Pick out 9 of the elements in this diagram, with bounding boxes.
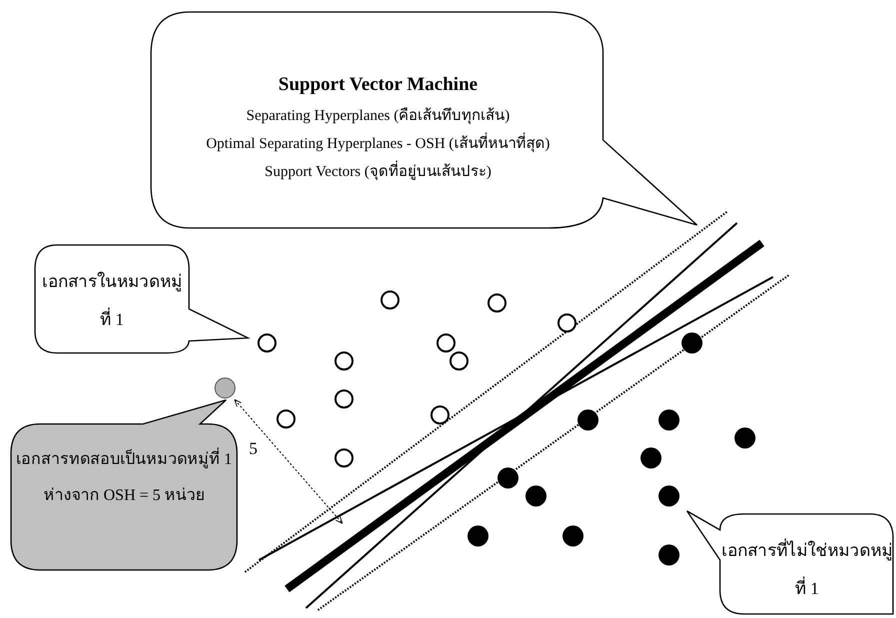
callout-text: เอกสารที่ไม่ใช่หมวดหมู่ที่ 1	[720, 532, 894, 608]
callout-text: Separating Hyperplanes (คือเส้นทึบทุกเส้น)	[246, 106, 510, 126]
callout-text: Optimal Separating Hyperplanes - OSH (เส้นที่หนาที่สุด)	[206, 130, 550, 158]
callout-text: เอกสารทดสอบเป็นหมวดหมู่ที่ 1 ห่างจาก OSH = 5 หน่วย	[14, 442, 234, 514]
speech-bubble	[684, 508, 896, 616]
dimension-label: 5	[249, 440, 258, 457]
callout-title: Support Vector Machine	[278, 73, 478, 97]
callout-text: เอกสารในหมวดหมู่ที่ 1	[41, 270, 183, 331]
callout-text: Support Vectors (จุดที่อยู่บนเส้นประ)	[264, 158, 492, 186]
